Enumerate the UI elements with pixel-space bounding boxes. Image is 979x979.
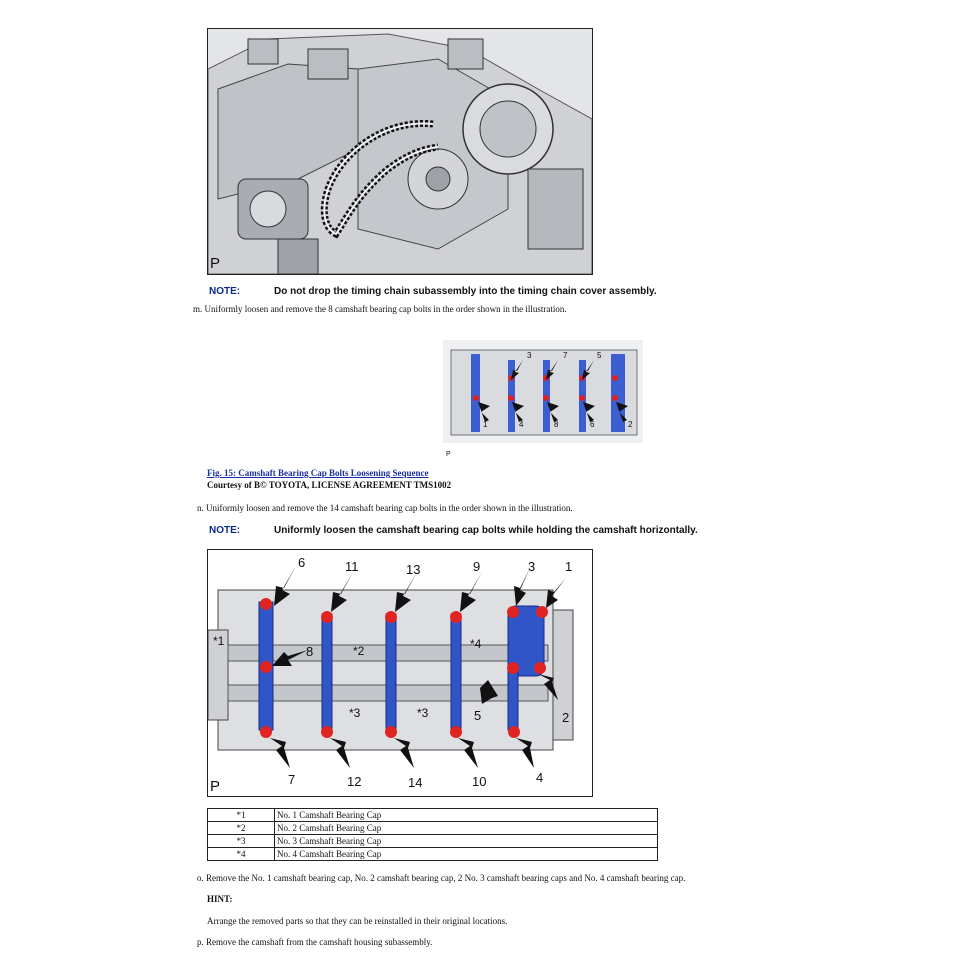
note1-text: Do not drop the timing chain subassembly… — [274, 286, 657, 297]
legend-text: No. 3 Camshaft Bearing Cap — [274, 834, 658, 848]
cap-label-no3-left: *3 — [349, 706, 361, 720]
legend-row: *2 No. 2 Camshaft Bearing Cap — [207, 821, 658, 835]
bolt-number-9: 9 — [473, 559, 481, 574]
bolt-number-10: 10 — [472, 774, 487, 789]
figure1-corner-label: P — [210, 255, 221, 272]
bolt-number-13: 13 — [406, 562, 421, 577]
cap-label-no2: *2 — [353, 644, 365, 658]
note2-label: NOTE: — [209, 525, 241, 536]
camshaft-bolt-sequence-large: 6 11 13 9 3 1 7 12 14 10 4 8 5 2 *1 *2 *… — [207, 549, 593, 797]
legend-row: *4 No. 4 Camshaft Bearing Cap — [207, 847, 658, 861]
small-cam-drawing — [443, 340, 643, 443]
legend-code: *2 — [207, 821, 275, 835]
legend-text: No. 4 Camshaft Bearing Cap — [274, 847, 658, 861]
step-m: m. Uniformly loosen and remove the 8 cam… — [193, 304, 567, 314]
small-callout-6: 6 — [590, 420, 595, 429]
step-o: o. Remove the No. 1 camshaft bearing cap… — [197, 873, 686, 883]
small-callout-1: 1 — [483, 420, 488, 429]
hint-label: HINT: — [207, 894, 233, 904]
small-callout-7: 7 — [563, 351, 568, 360]
bearing-cap-legend-table: *1 No. 1 Camshaft Bearing Cap *2 No. 2 C… — [207, 808, 658, 861]
bolt-number-1: 1 — [565, 559, 573, 574]
step-n: n. Uniformly loosen and remove the 14 ca… — [197, 503, 573, 513]
figure2-corner-label: P — [446, 451, 451, 458]
legend-row: *1 No. 1 Camshaft Bearing Cap — [207, 808, 658, 822]
camshaft-bolt-sequence-small: 3 7 5 1 4 8 6 2 — [443, 340, 643, 443]
cap-label-no3-right: *3 — [417, 706, 429, 720]
bolt-number-2: 2 — [562, 710, 570, 725]
small-callout-8: 8 — [554, 420, 559, 429]
note1-label: NOTE: — [209, 286, 241, 297]
hint-text: Arrange the removed parts so that they c… — [207, 916, 508, 926]
timing-chain-illustration: P — [207, 28, 593, 275]
small-callout-5: 5 — [597, 351, 602, 360]
bolt-number-6: 6 — [298, 555, 306, 570]
legend-row: *3 No. 3 Camshaft Bearing Cap — [207, 834, 658, 848]
bolt-number-8: 8 — [306, 644, 314, 659]
small-callout-2: 2 — [628, 420, 633, 429]
bolt-number-4: 4 — [536, 770, 544, 785]
engine-drawing — [208, 29, 592, 274]
legend-code: *4 — [207, 847, 275, 861]
figure-caption-credit: Courtesy of B© TOYOTA, LICENSE AGREEMENT… — [207, 480, 452, 490]
bolt-number-3: 3 — [528, 559, 536, 574]
small-callout-3: 3 — [527, 351, 532, 360]
bolt-number-14: 14 — [408, 775, 423, 790]
note2-text: Uniformly loosen the camshaft bearing ca… — [274, 525, 698, 536]
legend-text: No. 1 Camshaft Bearing Cap — [274, 808, 658, 822]
cap-label-no4: *4 — [470, 637, 482, 651]
large-cam-drawing — [208, 550, 592, 796]
figure3-corner-label: P — [210, 778, 221, 795]
small-callout-4: 4 — [519, 420, 524, 429]
figure-caption-link[interactable]: Fig. 15: Camshaft Bearing Cap Bolts Loos… — [207, 468, 429, 478]
bolt-number-12: 12 — [347, 774, 362, 789]
bolt-number-7: 7 — [288, 772, 296, 787]
cap-label-no1: *1 — [213, 634, 225, 648]
step-p: p. Remove the camshaft from the camshaft… — [197, 937, 433, 947]
bolt-number-5: 5 — [474, 708, 482, 723]
legend-code: *3 — [207, 834, 275, 848]
legend-text: No. 2 Camshaft Bearing Cap — [274, 821, 658, 835]
bolt-number-11: 11 — [345, 559, 359, 574]
legend-code: *1 — [207, 808, 275, 822]
